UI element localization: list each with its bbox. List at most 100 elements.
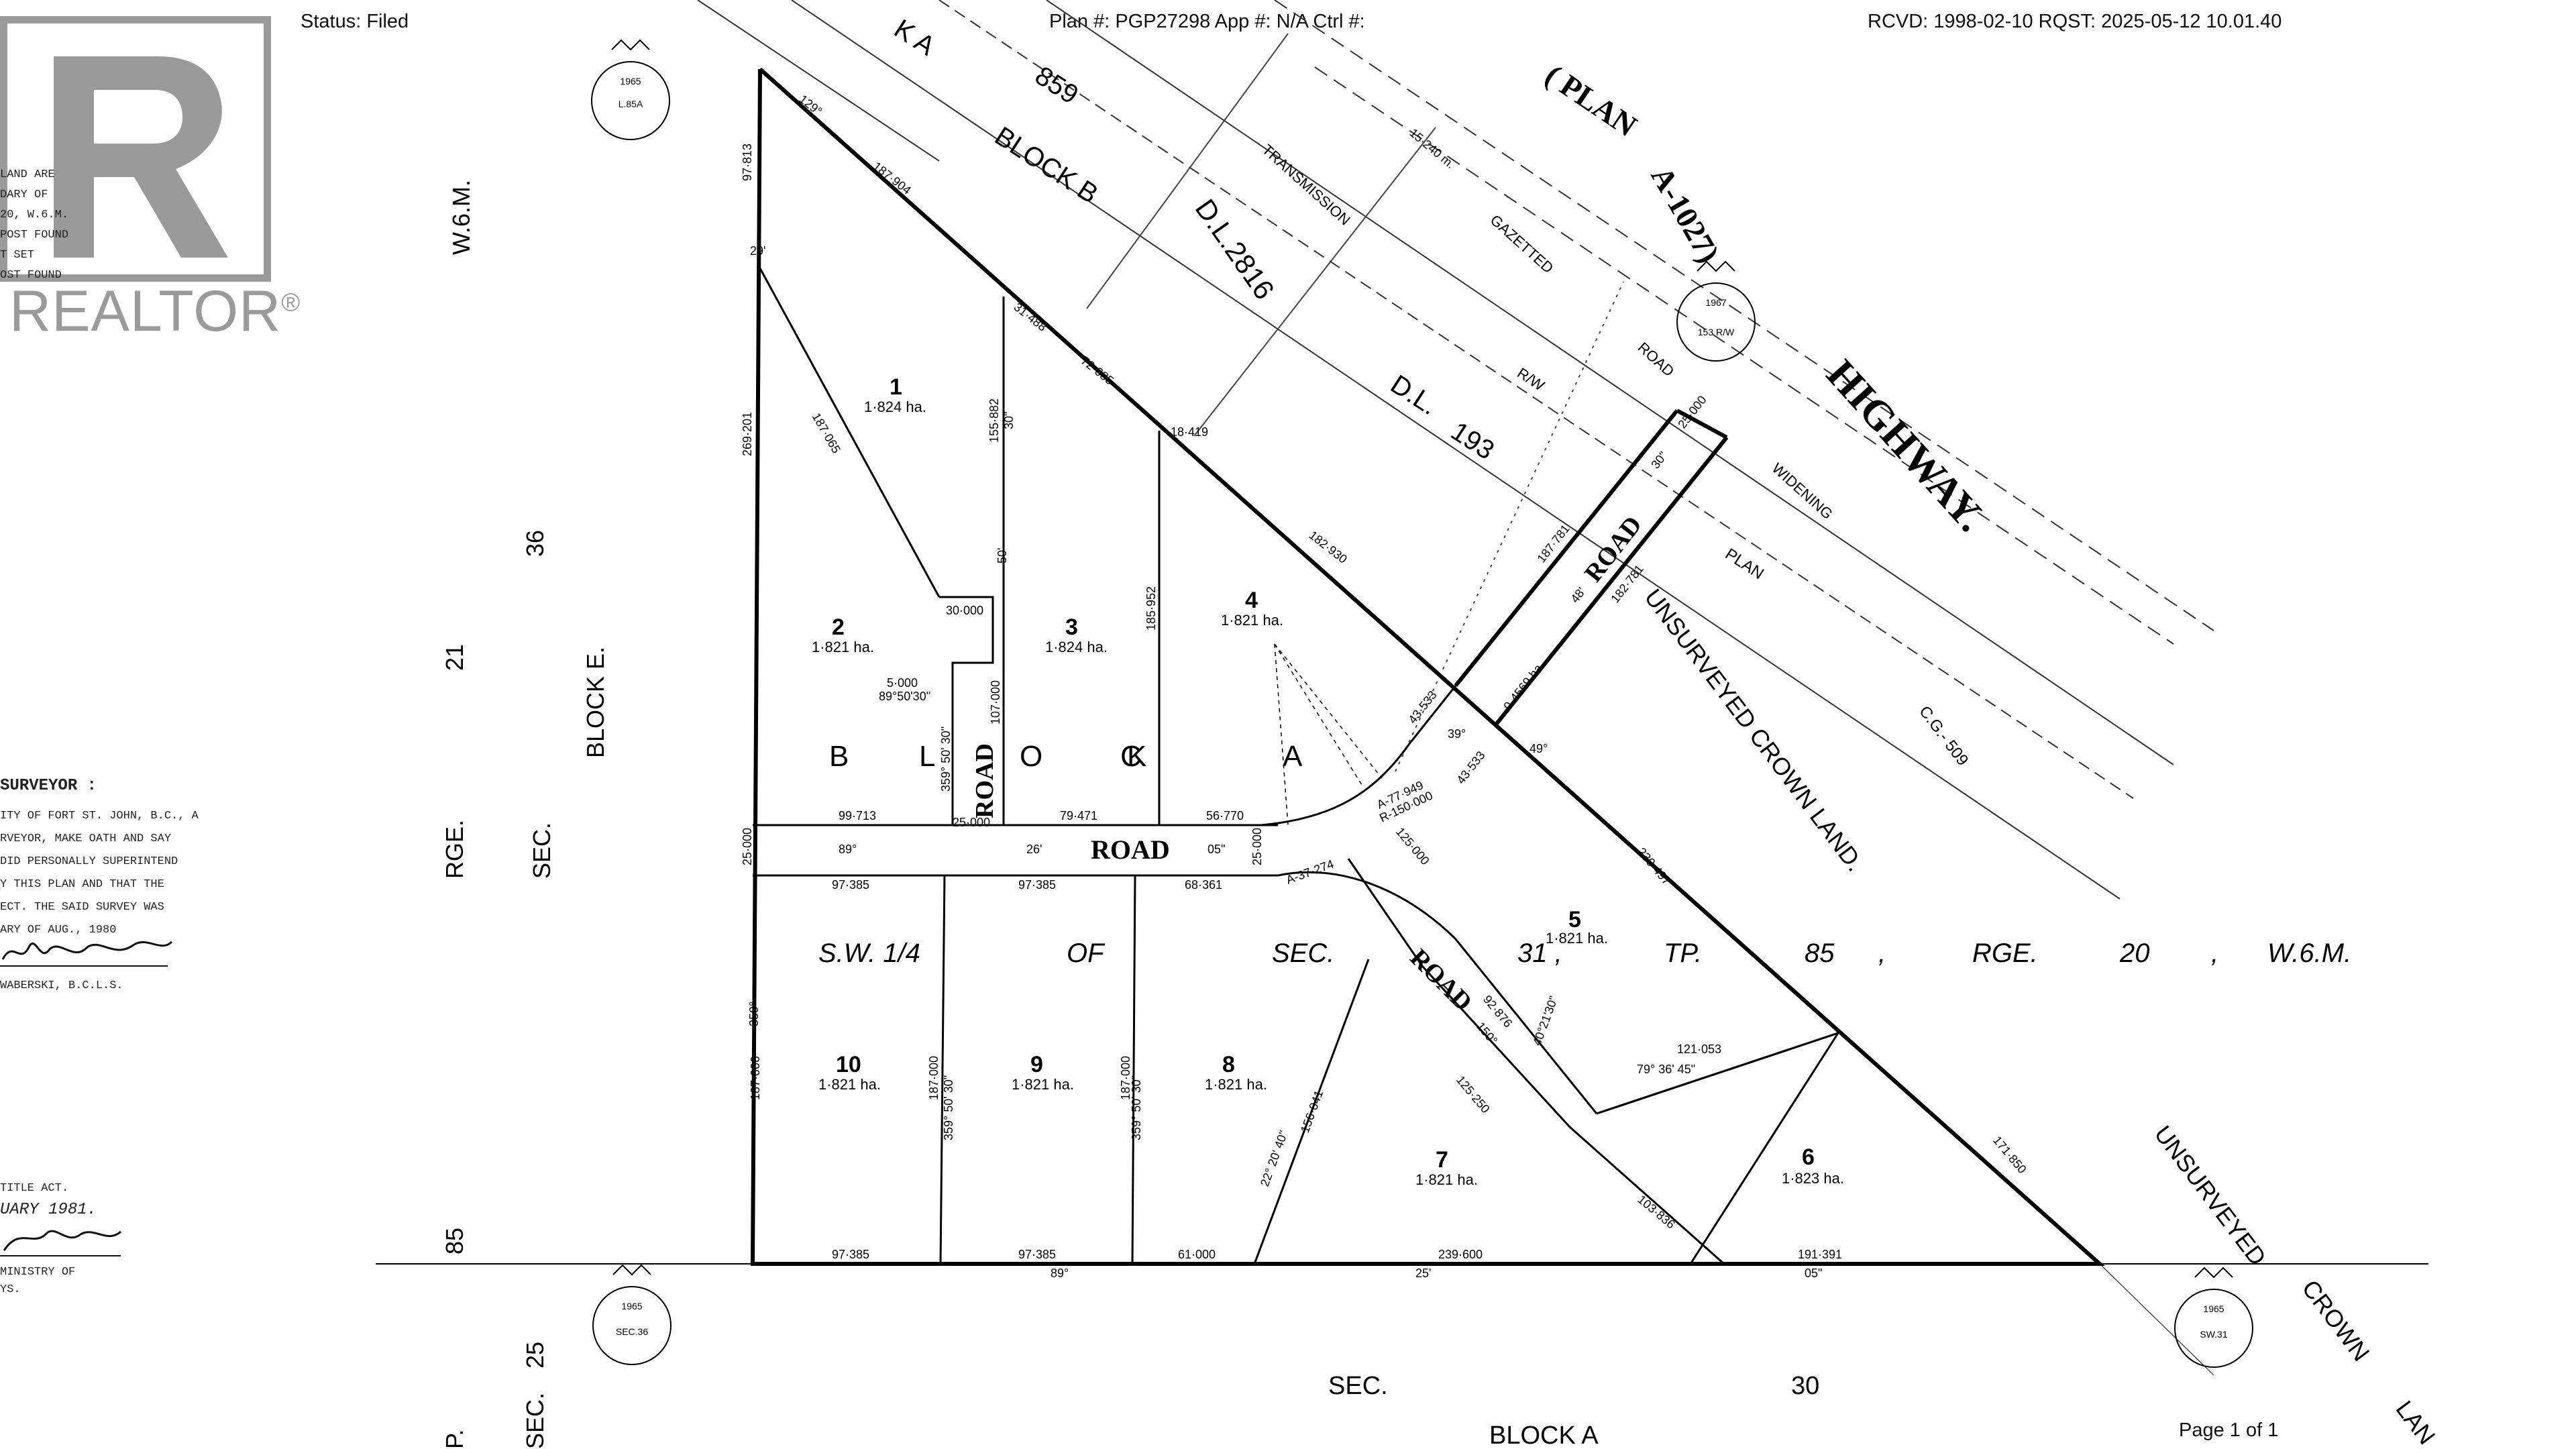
sec-bottom-left: SEC. — [521, 1393, 549, 1449]
svg-text:50': 50' — [996, 548, 1009, 564]
svg-text:1·821 ha.: 1·821 ha. — [1221, 612, 1283, 629]
block-e-label: BLOCK E. — [582, 647, 609, 758]
svg-text:1·824 ha.: 1·824 ha. — [864, 398, 926, 415]
unsurveyed-label: UNSURVEYED — [2149, 1120, 2272, 1271]
lot-859-label: 859 — [1030, 61, 1083, 110]
svg-text:61·000: 61·000 — [1178, 1248, 1216, 1261]
svg-text:68·361: 68·361 — [1185, 878, 1222, 892]
svg-text:3: 3 — [1065, 614, 1078, 640]
transmission-lines — [1086, 33, 1624, 772]
svg-text:230·497: 230·497 — [1635, 845, 1674, 888]
svg-text:8: 8 — [1222, 1052, 1235, 1077]
svg-text:25': 25' — [1415, 1267, 1431, 1280]
lot-6: 6 1·823 ha. — [1782, 1144, 1844, 1187]
realtor-logo — [0, 16, 271, 282]
svg-text:359° 50' 30": 359° 50' 30" — [942, 1075, 955, 1140]
svg-text:1·821 ha.: 1·821 ha. — [812, 639, 874, 655]
svg-text:05": 05" — [1208, 843, 1225, 856]
svg-text:155·882: 155·882 — [987, 398, 1001, 443]
svg-text:4: 4 — [1245, 588, 1258, 613]
highway-label: HIGHWAY. — [1818, 352, 1994, 541]
svg-text:30": 30" — [1648, 449, 1670, 471]
n30-label: 30 — [1791, 1372, 1819, 1400]
svg-text:49°: 49° — [1529, 742, 1548, 755]
surveyor-title: SURVEYOR : — [0, 777, 97, 795]
p-left: P. — [441, 1430, 468, 1449]
registrar-signature — [0, 1230, 122, 1256]
received-info: RCVD: 1998-02-10 RQST: 2025-05-12 10.01.… — [1868, 11, 2282, 32]
seal-text: 153 R/W — [1698, 327, 1735, 337]
block-letter: K — [1127, 740, 1146, 773]
block-letter: B — [829, 740, 849, 773]
svg-text:187·000: 187·000 — [749, 1056, 762, 1100]
svg-text:39°: 39° — [1448, 727, 1466, 741]
ministry-text: MINISTRY OF YS. — [0, 1266, 76, 1296]
svg-text:1·821 ha.: 1·821 ha. — [1012, 1076, 1074, 1093]
surveyor-oath: ITY OF FORT ST. JOHN, B.C., A RVEYOR, MA… — [0, 810, 199, 936]
svg-text:40°21'30": 40°21'30" — [1530, 994, 1560, 1047]
svg-text:26': 26' — [1026, 843, 1042, 856]
seal-bottom-right — [2174, 1267, 2253, 1368]
sw-label: 31 , — [1517, 938, 1562, 968]
status-text: Status: Filed — [301, 11, 409, 32]
svg-text:150°: 150° — [1474, 1020, 1500, 1047]
plan-a-number: A-1027) — [1644, 161, 1726, 268]
svg-text:79·471: 79·471 — [1060, 809, 1097, 822]
svg-text:269·201: 269·201 — [741, 412, 754, 456]
gazetted-label: GAZETTED — [1487, 211, 1557, 276]
svg-text:6: 6 — [1802, 1144, 1815, 1170]
svg-text:5: 5 — [1568, 907, 1581, 932]
seal-bottom-left — [592, 1264, 672, 1365]
arc-dims — [1274, 643, 1383, 826]
lot-1: 1 1·824 ha. — [864, 374, 926, 415]
svg-text:187·065: 187·065 — [810, 411, 843, 455]
highway-lines — [697, 0, 2214, 900]
seal-top-left — [591, 39, 670, 140]
svg-text:1·821 ha.: 1·821 ha. — [1205, 1076, 1267, 1093]
svg-text:31·488: 31·488 — [1012, 300, 1049, 333]
rw-label: R/W — [1514, 364, 1548, 394]
realtor-wordmark: REALTOR® — [9, 279, 301, 343]
sw-label: RGE. — [1972, 938, 2038, 968]
plan-a-label: ( PLAN — [1539, 58, 1643, 143]
sw-label: , — [1878, 938, 1886, 968]
svg-text:9: 9 — [1030, 1052, 1043, 1077]
svg-text:56·770: 56·770 — [1206, 809, 1244, 822]
svg-text:89°: 89° — [1051, 1267, 1069, 1280]
n21-label: 21 — [441, 644, 468, 671]
seal-text: 1967 — [1705, 297, 1726, 308]
svg-text:0·4569 ha.: 0·4569 ha. — [1501, 659, 1547, 712]
lot-10: 10 1·821 ha. — [818, 1052, 881, 1093]
sw-label: 85 — [1805, 938, 1835, 968]
crown-label: CROWN — [2297, 1275, 2375, 1366]
sec-left-label: SEC. — [528, 822, 555, 879]
sw-label: , — [2211, 938, 2218, 968]
sw-label: 20 — [2119, 938, 2150, 968]
svg-text:156·041: 156·041 — [1298, 1088, 1326, 1134]
sec30-label: SEC. — [1328, 1372, 1388, 1400]
lot-5: 5 1·821 ha. — [1546, 907, 1608, 947]
seal-text: SW.31 — [2200, 1329, 2227, 1340]
block-a-bottom: BLOCK A — [1489, 1421, 1599, 1449]
lan-label: LAN — [2391, 1395, 2441, 1449]
sw-label: TP. — [1664, 938, 1702, 968]
road-label: ROAD — [1405, 944, 1478, 1017]
svg-text:1: 1 — [890, 374, 902, 400]
dimension-labels: 97·813 269·201 187·904 129° 31·488 72·08… — [741, 92, 2029, 1280]
svg-text:121·053: 121·053 — [1677, 1042, 1721, 1056]
page-indicator: Page 1 of 1 — [2179, 1419, 2279, 1441]
block-letter: C — [1120, 740, 1142, 773]
svg-text:7: 7 — [1436, 1147, 1448, 1173]
block-letter: A — [1283, 740, 1303, 773]
svg-text:89°: 89° — [839, 843, 857, 856]
dl2816-label: D.L.2816 — [1189, 193, 1281, 305]
wm-left-label: W.6.M. — [447, 180, 475, 255]
svg-text:97·385: 97·385 — [1018, 878, 1056, 892]
road-label: ROAD — [1091, 835, 1170, 865]
svg-text:125·000: 125·000 — [1393, 825, 1432, 867]
svg-text:25·000: 25·000 — [1250, 828, 1264, 865]
surveyor-name: WABERSKI, B.C.L.S. — [0, 979, 123, 992]
svg-text:97·385: 97·385 — [832, 1248, 869, 1261]
seal-text: 1965 — [621, 1301, 642, 1311]
svg-text:48': 48' — [1568, 585, 1588, 606]
